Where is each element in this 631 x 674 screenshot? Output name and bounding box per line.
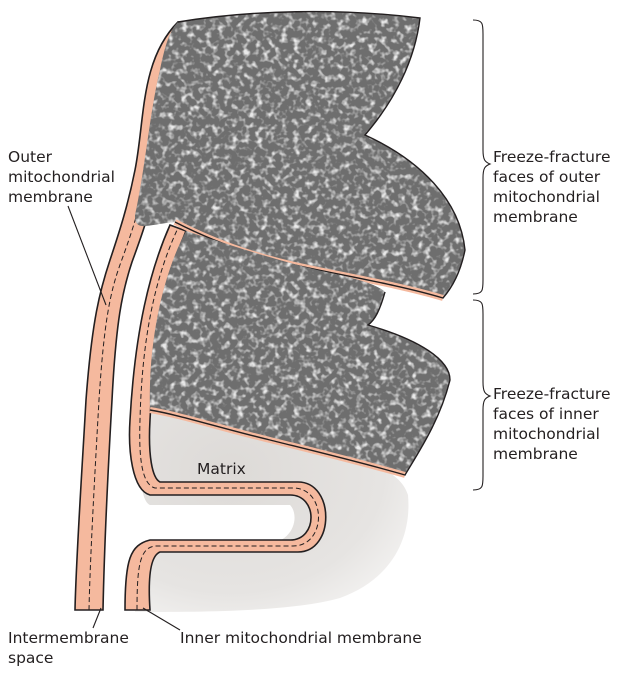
leader-outer-membrane	[68, 206, 106, 305]
bracket-outer-faces	[473, 20, 490, 294]
matrix-label: Matrix	[197, 459, 246, 479]
outer-fracture-label: Freeze-fracture faces of outer mitochond…	[493, 147, 610, 227]
intermembrane-space-label-line: Intermembrane	[8, 628, 129, 648]
outer-membrane-label-line: mitochondrial	[8, 167, 115, 187]
leader-intermembrane-space	[93, 608, 101, 628]
inner-fracture-label: Freeze-fracture faces of inner mitochond…	[493, 384, 610, 464]
outer-fracture-label-line: faces of outer	[493, 167, 610, 187]
bracket-inner-faces	[473, 300, 490, 490]
inner-fracture-label-line: membrane	[493, 444, 610, 464]
outer-fracture-label-line: membrane	[493, 207, 610, 227]
inner-fracture-label-line: mitochondrial	[493, 424, 610, 444]
outer-fracture-label-line: mitochondrial	[493, 187, 610, 207]
inner-fracture-label-line: Freeze-fracture	[493, 384, 610, 404]
matrix-label-text: Matrix	[197, 459, 246, 479]
intermembrane-space-label-line: space	[8, 648, 129, 668]
outer-membrane-label: Outer mitochondrial membrane	[8, 147, 115, 207]
outer-membrane-label-line: Outer	[8, 147, 115, 167]
inner-membrane-label-text: Inner mitochondrial membrane	[180, 628, 422, 648]
outer-membrane-label-line: membrane	[8, 187, 115, 207]
inner-fracture-label-line: faces of inner	[493, 404, 610, 424]
outer-fracture-label-line: Freeze-fracture	[493, 147, 610, 167]
intermembrane-space-label: Intermembrane space	[8, 628, 129, 668]
inner-membrane-label: Inner mitochondrial membrane	[180, 628, 422, 648]
